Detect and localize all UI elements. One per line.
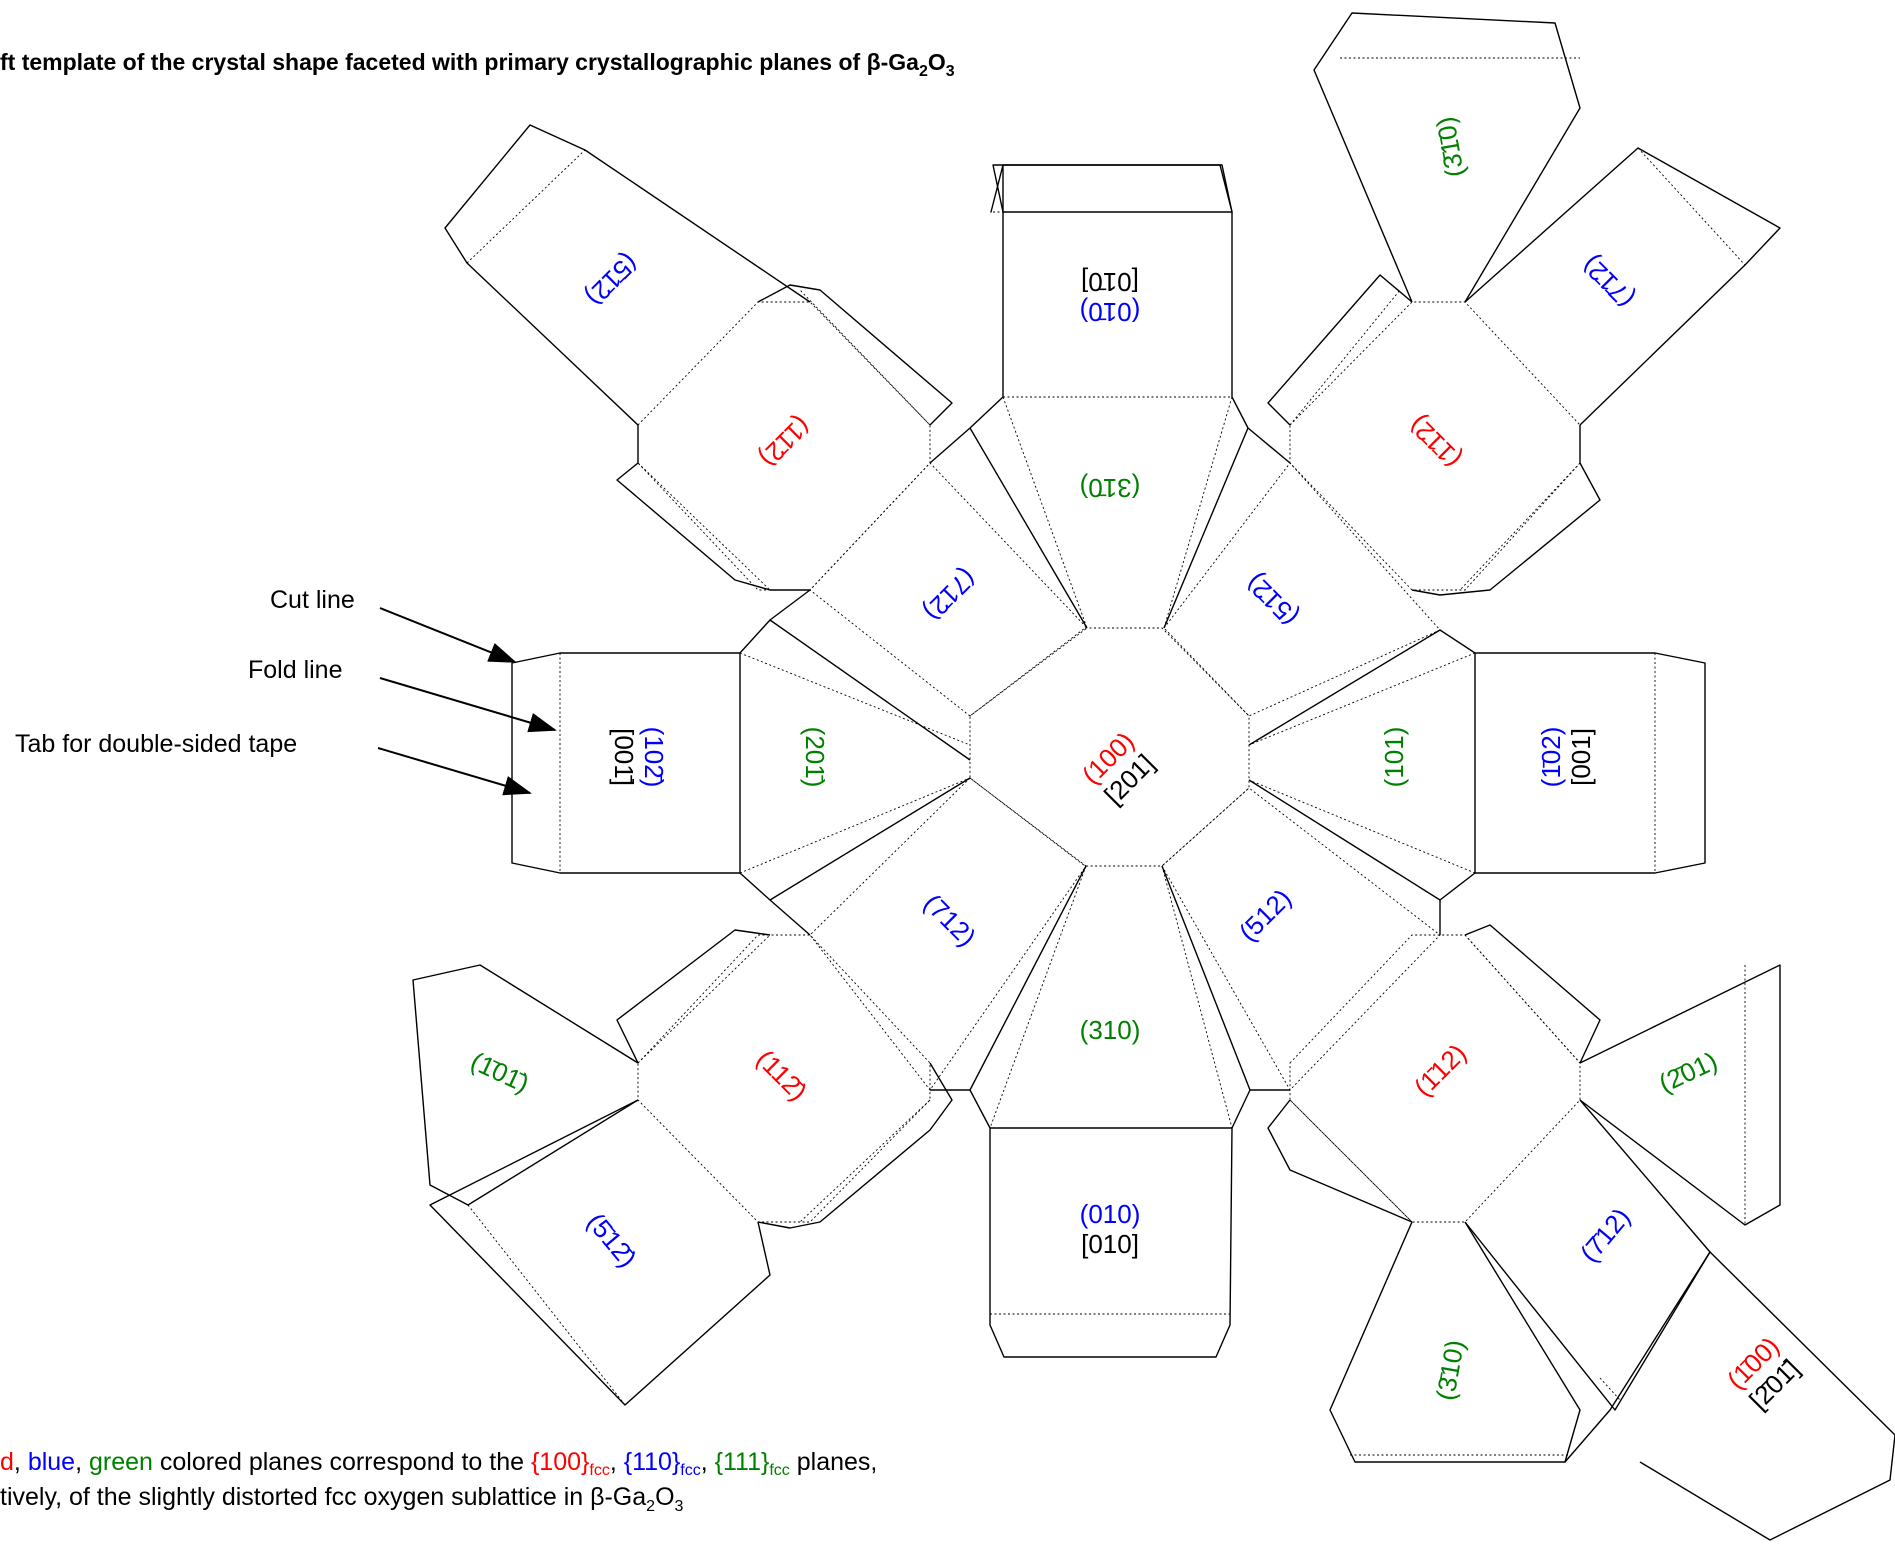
svg-text:(102̄): (102̄): [639, 727, 669, 788]
top-right-cluster: [1267, 12, 1781, 596]
legend-cut-arrow: [379, 607, 517, 663]
face-m112: (1̄12): [1408, 1038, 1472, 1102]
svg-text:(310): (310): [1080, 1015, 1141, 1045]
svg-text:(5̄1̄2): (5̄1̄2): [580, 248, 644, 312]
top-arm: [969, 164, 1249, 629]
legend-tab-arrow: [377, 747, 532, 796]
svg-text:(512): (512): [1233, 883, 1297, 947]
face-m102: (1̄02) [001]: [1536, 727, 1596, 788]
svg-text:[001̄]: [001̄]: [609, 728, 639, 786]
svg-text:(51̄2): (51̄2): [1240, 568, 1304, 632]
face-712: (712): [918, 888, 982, 952]
bottom-right-cluster: [1267, 924, 1895, 1541]
face-m100: (1̄00) [2̄01̄]: [1721, 1331, 1805, 1415]
svg-text:(101): (101): [1379, 727, 1409, 788]
legend-tab-label: Tab for double-sided tape: [15, 730, 297, 758]
svg-text:(112̄): (112̄): [751, 1044, 814, 1107]
svg-text:(1̄12): (1̄12): [1408, 1038, 1472, 1102]
face-310: (310): [1080, 1015, 1141, 1045]
footnote-line-2: tively, of the slightly distorted fcc ox…: [0, 1483, 684, 1515]
svg-text:(11̄2): (11̄2): [754, 411, 817, 474]
legend-cut-label: Cut line: [270, 586, 355, 614]
face-112: (112̄): [751, 1044, 814, 1107]
face-71-2: (71̄2): [918, 563, 982, 627]
face-101: (101): [1379, 727, 1409, 788]
face-m10-1: (1̄01̄): [466, 1046, 534, 1099]
svg-text:(3̄10): (3̄10): [1430, 1338, 1470, 1403]
face-m201: (2̄01): [1654, 1046, 1722, 1099]
face-010: (010) [010]: [1080, 1199, 1141, 1259]
svg-text:(1̄02): (1̄02): [1536, 727, 1566, 788]
footnote: d, blue, green colored planes correspond…: [0, 1448, 877, 1515]
svg-text:(1̄1̄2): (1̄1̄2): [1403, 410, 1467, 474]
inner-squares: [769, 427, 1441, 1091]
face-10-2: (102̄) [001̄]: [609, 727, 669, 788]
face-3-10-top: (3̄1̄0): [1430, 115, 1470, 180]
face-51-2-top: (5̄1̄2): [580, 248, 644, 312]
svg-text:(712): (712): [918, 888, 982, 952]
face-m512: (5̄12̄): [581, 1207, 643, 1273]
svg-text:[01̄0]: [01̄0]: [1081, 267, 1139, 297]
face-11-2: (11̄2): [754, 411, 817, 474]
face-100: (100) [201]: [1076, 726, 1160, 810]
svg-text:(7̄12): (7̄12): [1574, 1202, 1636, 1268]
svg-text:(010): (010): [1080, 1199, 1141, 1229]
face-310-top: (31̄0): [1080, 473, 1141, 503]
legend: Cut line Fold line Tab for double-sided …: [15, 586, 557, 796]
face-labels: (100) [201] (31̄0) (01̄0) [01̄0] (010) […: [466, 115, 1805, 1416]
bottom-arm: [969, 865, 1251, 1358]
svg-text:(01̄0): (01̄0): [1080, 297, 1141, 327]
svg-text:(3̄1̄0): (3̄1̄0): [1430, 115, 1470, 180]
svg-text:(71̄2): (71̄2): [918, 563, 982, 627]
top-left-cluster: [444, 124, 953, 591]
face-0-10: (01̄0) [01̄0]: [1080, 267, 1141, 327]
face-m310: (3̄10): [1430, 1338, 1470, 1403]
face-512: (512): [1233, 883, 1297, 947]
svg-text:(31̄0): (31̄0): [1080, 473, 1141, 503]
face-20-1: (201̄): [800, 727, 830, 788]
face-51-2: (51̄2): [1240, 568, 1304, 632]
svg-text:(7̄1̄2): (7̄1̄2): [1576, 250, 1640, 314]
svg-text:[010]: [010]: [1081, 1229, 1139, 1259]
right-arm: [1248, 629, 1706, 901]
face-71-2-top: (7̄1̄2): [1576, 250, 1640, 314]
face-m1-12: (1̄1̄2): [1403, 410, 1467, 474]
svg-text:(5̄12̄): (5̄12̄): [581, 1207, 643, 1273]
face-100-outline: [969, 627, 1250, 867]
bottom-left-cluster: [412, 929, 953, 1406]
footnote-line-1: d, blue, green colored planes correspond…: [0, 1448, 877, 1479]
legend-fold-label: Fold line: [248, 656, 343, 684]
face-m712: (7̄12): [1574, 1202, 1636, 1268]
page-title: ft template of the crystal shape faceted…: [0, 49, 955, 80]
svg-text:[001]: [001]: [1566, 728, 1596, 786]
svg-text:(201̄): (201̄): [800, 727, 830, 788]
legend-fold-arrow: [379, 677, 557, 733]
svg-text:(2̄01): (2̄01): [1654, 1046, 1722, 1099]
svg-text:(1̄01̄): (1̄01̄): [466, 1046, 534, 1099]
